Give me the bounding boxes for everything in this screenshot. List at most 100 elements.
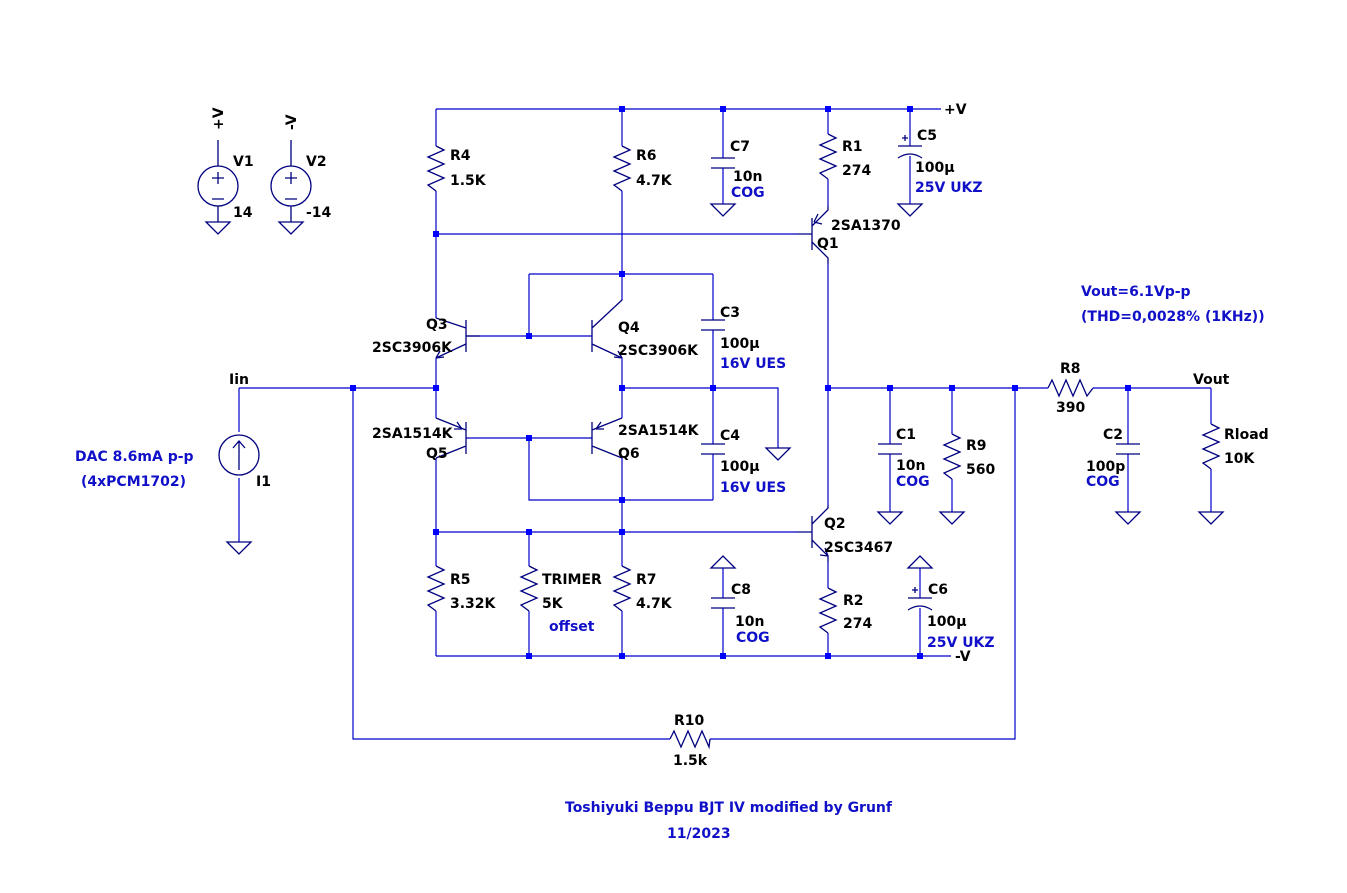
r2-value: 274 [843,616,872,632]
q5-name: Q5 [426,446,448,462]
q5-model: 2SA1514K [372,426,454,442]
resistor-r7-symbol [612,565,632,612]
ground-up-icon [906,555,934,569]
c1-note: COG [896,474,930,490]
r9-value: 560 [966,462,995,478]
trimer-note: offset [549,619,595,635]
ground-icon [204,221,232,235]
trimer-value: 5K [542,596,564,612]
r6-value: 4.7K [636,173,673,189]
r6-name: R6 [636,148,657,164]
capacitor-c5-symbol [897,135,923,159]
capacitor-c8-symbol [711,597,735,609]
q4-model: 2SC3906K [618,343,699,359]
r9-name: R9 [966,438,987,454]
resistor-r5-symbol [426,565,446,612]
q4-name: Q4 [618,320,640,336]
c8-note: COG [736,630,770,646]
ground-icon [876,511,904,525]
ground-icon [1197,511,1225,525]
capacitor-c2-symbol [1116,443,1140,455]
resistor-r10-symbol [669,729,711,750]
q6-name: Q6 [618,446,640,462]
capacitor-c3-symbol [701,319,725,331]
resistor-symbols [426,133,1221,750]
rload-value: 10K [1224,451,1255,467]
resistor-r2-symbol [818,587,838,634]
c1-value: 10n [896,458,925,474]
c5-note: 25V UKZ [915,180,983,196]
c2-name: C2 [1103,427,1123,443]
r5-value: 3.32K [450,596,497,612]
r8-value: 390 [1056,400,1085,416]
c5-name: C5 [917,128,937,144]
c7-value: 10n [733,169,762,185]
capacitor-symbols [701,135,1140,611]
r7-value: 4.7K [636,596,673,612]
trimer-name: TRIMER [542,572,602,588]
ground-icon [896,203,924,217]
i1-name: I1 [256,474,271,490]
q1-name: Q1 [817,236,839,252]
v2-net-label: -V [284,114,300,130]
capacitor-c7-symbol [711,157,735,169]
resistor-r1-symbol [818,133,838,180]
capacitor-c6-symbol [907,587,933,611]
c2-note: COG [1086,474,1120,490]
r8-name: R8 [1060,361,1081,377]
c4-value: 100µ [720,459,760,475]
note-credit: Toshiyuki Beppu BJT IV modified by Grunf [565,800,893,816]
r4-name: R4 [450,148,471,164]
net-label-pos: +V [944,102,967,118]
ground-icon [1114,511,1142,525]
c8-value: 10n [735,614,764,630]
q2-name: Q2 [824,516,846,532]
ground-icon [709,203,737,217]
c4-note: 16V UES [720,480,786,496]
c1-name: C1 [896,427,916,443]
resistor-rload-symbol [1201,423,1221,470]
note-vout: Vout=6.1Vp-p [1081,284,1191,300]
c3-name: C3 [720,305,740,321]
transistor-symbols [435,206,829,562]
resistor-trimer-symbol [519,565,539,612]
r7-name: R7 [636,572,657,588]
net-label-neg: -V [955,649,971,665]
resistor-r4-symbol [426,145,446,192]
note-dac-chips: (4xPCM1702) [81,474,186,490]
net-label-iin: Iin [229,372,249,388]
net-label-vout: Vout [1193,372,1230,388]
v2-name: V2 [306,154,327,170]
current-source-i1-symbol [218,434,260,476]
voltage-source-v2-symbol [270,140,312,222]
ground-up-icon [709,555,737,569]
r1-name: R1 [842,139,863,155]
c2-value: 100p [1086,459,1125,475]
ground-icon [277,221,305,235]
voltage-source-v1-symbol [197,140,239,222]
q6-model: 2SA1514K [618,423,700,439]
ground-icon [225,541,253,555]
r5-name: R5 [450,572,471,588]
source-symbols [197,140,312,476]
labels: +V -V Iin Vout +V -V V1 14 V2 -14 I1 R4 … [75,102,1269,842]
c5-value: 100µ [915,160,955,176]
q3-model: 2SC3906K [372,340,453,356]
ground-icon [938,511,966,525]
transistor-q5-symbol [435,417,467,459]
q1-model: 2SA1370 [831,218,901,234]
c7-name: C7 [730,139,750,155]
transistor-q1-symbol [798,206,829,264]
capacitor-c4-symbol [701,443,725,455]
q3-name: Q3 [426,317,448,333]
r10-name: R10 [674,713,705,729]
r1-value: 274 [842,163,871,179]
capacitor-c1-symbol [878,443,902,455]
c4-name: C4 [720,428,740,444]
transistor-q6-symbol [591,417,623,459]
c6-note: 25V UKZ [927,635,995,651]
r2-name: R2 [843,593,864,609]
note-dac: DAC 8.6mA p-p [75,449,194,465]
resistor-r9-symbol [942,433,962,480]
